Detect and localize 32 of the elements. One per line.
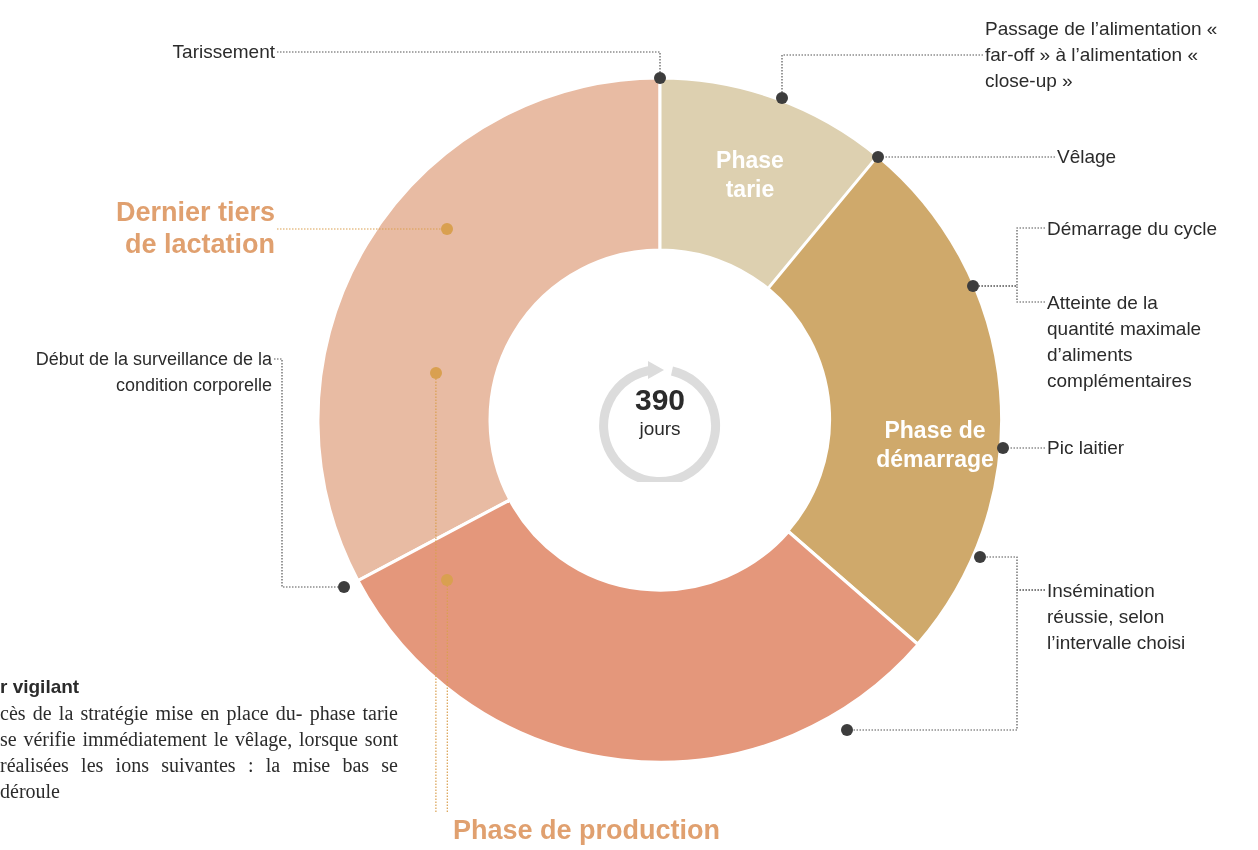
leader-line [446,585,448,813]
event-label: Passage de l’alimentation « far-off » à l’alimentation « close-up » [985,16,1235,94]
event-label: Insémination réussie, selon l’intervalle choisi [1047,578,1197,656]
leader-line [276,51,661,73]
phase-title: Phase de production [453,814,753,846]
leader-line [781,54,984,93]
event-dot [776,92,788,104]
event-dot [338,581,350,593]
event-dot [974,551,986,563]
segment-title: Phase de démarrage [875,416,995,474]
event-dot [872,151,884,163]
event-label: Vêlage [1057,144,1177,170]
leader-line [883,156,1056,158]
event-dot [841,724,853,736]
event-label: Démarrage du cycle [1047,216,1257,242]
day-count: 390 [633,383,687,417]
section-heading: r vigilant [0,675,81,699]
leader-line [273,358,339,588]
phase-title: Dernier tiers de lactation [80,196,275,260]
event-label: Atteinte de la quantité maximale d’aliments complémentaires [1047,290,1225,394]
leader-line [852,589,1046,731]
leader-line [1008,447,1046,449]
event-dot [654,72,666,84]
unit-label: jours [638,417,682,441]
leader-line [978,285,1046,303]
segment-title: Phase tarie [715,146,785,204]
event-label: Tarissement [140,39,275,65]
body-paragraph: cès de la stratégie mise en place du- phase tarie se vérifie immédiatement le vêlage, lorsque sont réalisées les ions suivantes : la mise bas se déroule [0,701,398,804]
leader-line [435,378,437,813]
leader-line [276,228,442,230]
event-label: Pic laitier [1047,435,1197,461]
event-label: Début de la surveillance de la condition corporelle [22,346,272,398]
